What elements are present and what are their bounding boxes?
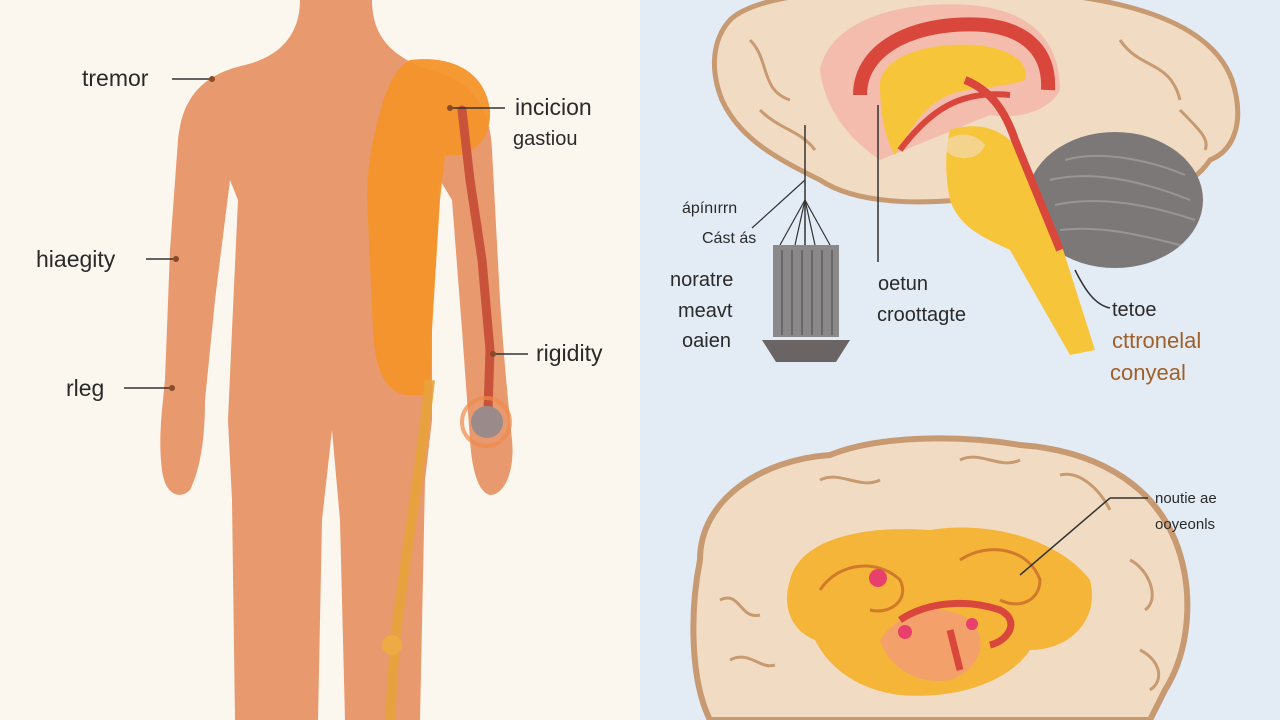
knee-joint	[382, 635, 402, 655]
arm-nerve	[457, 105, 495, 415]
label-brain-4: cttronelal	[1112, 328, 1202, 353]
label-device-name-1: noratre	[670, 269, 734, 291]
label-leg: rleg	[66, 375, 105, 401]
label-tremor: tremor	[82, 65, 149, 91]
label-device-caption-1: ápínırrn	[682, 200, 738, 217]
leg-nerve	[385, 379, 435, 720]
nerve-highlight	[367, 59, 491, 395]
label-device-name-3: oaien	[682, 330, 731, 352]
leader-tremor-dot	[209, 76, 215, 82]
label-device-name-2: meavt	[678, 300, 733, 322]
leader-rigidity-right-dot	[490, 351, 496, 357]
label-device-caption-2: Cást ás	[702, 230, 757, 247]
label-brain-1: oetun	[878, 273, 929, 295]
leader-rigidity-left-dot	[173, 256, 179, 262]
wrist-device	[471, 406, 503, 438]
leader-tetoe	[1074, 269, 1111, 309]
top-brain	[711, 0, 1241, 355]
label-bottom-2: ooyeonls	[1155, 516, 1216, 533]
wrist-glow	[460, 396, 512, 448]
label-rigidity-left: hiaegity	[36, 246, 116, 272]
leader-leg-dot	[169, 385, 175, 391]
label-brain-5: conyeal	[1110, 360, 1186, 385]
leader-incision-dot	[447, 105, 453, 111]
label-incision: incicion	[515, 94, 592, 120]
bottom-brain	[690, 435, 1191, 720]
leader-device	[751, 179, 806, 229]
leader-bottom	[1019, 497, 1111, 576]
label-bottom-1: noutie ae	[1155, 490, 1217, 507]
label-brain-2: croottagte	[877, 304, 966, 326]
implant-device	[751, 125, 850, 362]
label-brain-3: tetoe	[1112, 299, 1157, 321]
label-rigidity-right: rigidity	[536, 340, 603, 366]
label-gastion: gastiou	[513, 128, 578, 150]
